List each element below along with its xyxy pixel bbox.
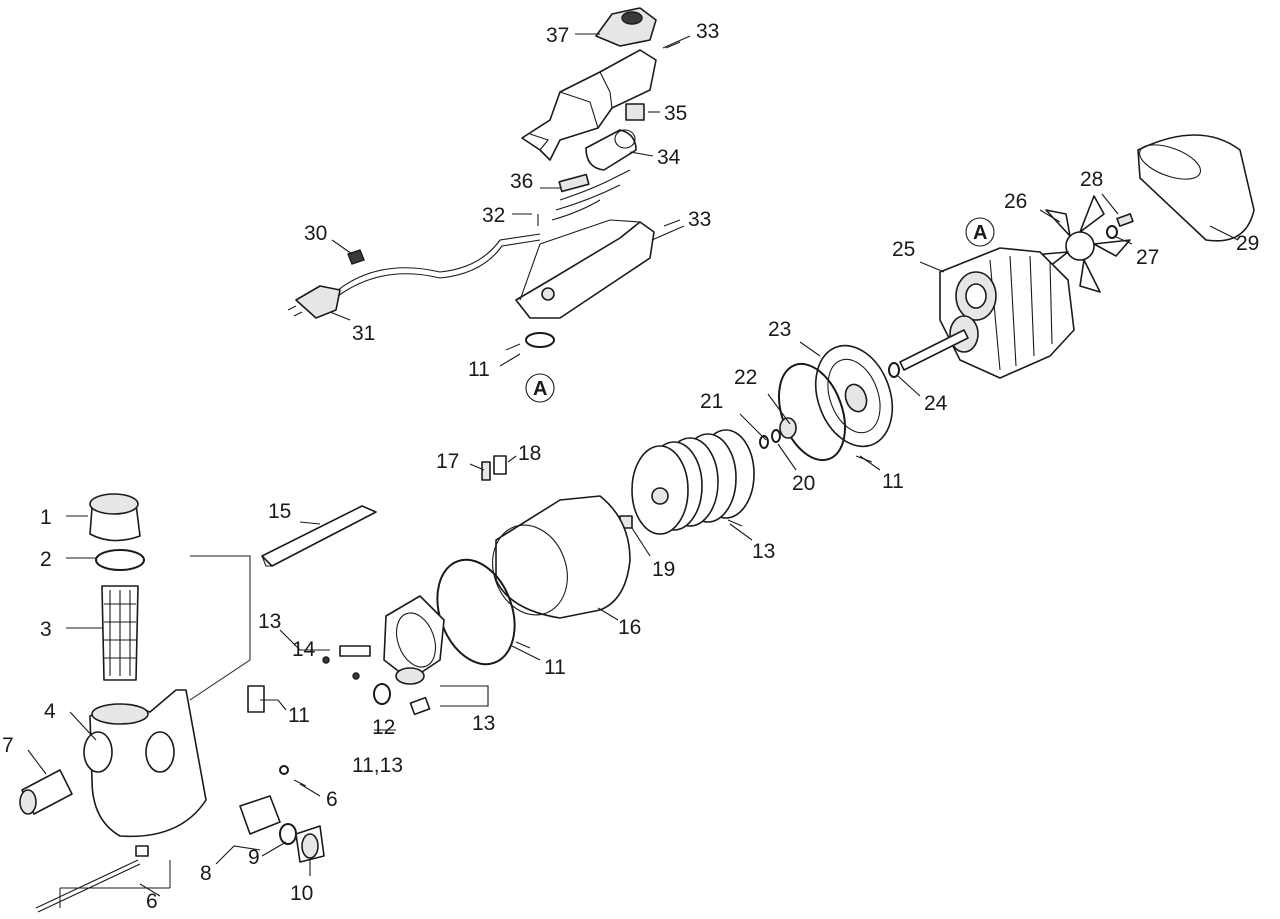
- callout-13-stack: 13: [752, 540, 775, 563]
- callout-18: 18: [518, 442, 541, 465]
- callout-16: 16: [618, 616, 641, 639]
- callout-11-13: 11,13: [352, 754, 403, 777]
- washer-part-24: [888, 362, 900, 378]
- bracket-part-11: [247, 685, 265, 713]
- dashed-brackets: [59, 41, 873, 908]
- cable-part-30: [337, 233, 541, 297]
- upper-housing: [521, 49, 657, 161]
- cap-part-1: [89, 493, 141, 542]
- switch-part-35: [625, 103, 645, 121]
- spacer-part-13: [409, 696, 431, 716]
- callout-11-flange: 11: [882, 470, 904, 493]
- screw-part-28: [1116, 213, 1134, 227]
- callout-29: 29: [1236, 232, 1259, 255]
- callout-4: 4: [44, 700, 56, 723]
- motor-part-25: [939, 247, 1075, 379]
- cover-strip-part-15: [261, 505, 377, 567]
- callout-13-spacer: 13: [472, 712, 495, 735]
- reference-mark-a-upper: A: [965, 217, 995, 247]
- callout-20: 20: [792, 472, 815, 495]
- wiring-part-36: [551, 169, 631, 221]
- callout-15: 15: [268, 500, 291, 523]
- bearing-part-22: [779, 417, 797, 439]
- callout-32: 32: [482, 204, 505, 227]
- capacitor-part-34: [585, 129, 637, 171]
- callout-30: 30: [304, 222, 327, 245]
- callout-22: 22: [734, 366, 757, 389]
- motor-cover-part-29: [1137, 134, 1255, 242]
- pump-housing-part-4: [83, 689, 207, 838]
- callout-8: 8: [200, 862, 212, 885]
- reference-mark-a-label: A: [533, 378, 547, 400]
- o-ring-part-12: [373, 683, 391, 705]
- rod-part-6: [35, 845, 149, 913]
- clip-part-17-18: [481, 455, 507, 481]
- callout-numbers: 37 33 35 34 36 32 33 30 31 11 25 26 28 2…: [2, 20, 1259, 913]
- callout-36: 36: [510, 170, 533, 193]
- callout-31: 31: [352, 322, 375, 345]
- callout-10: 10: [290, 882, 313, 905]
- callout-9: 9: [248, 846, 260, 869]
- o-ring-part-11-top: [525, 332, 555, 348]
- switch-cover-part-37: [595, 7, 657, 47]
- callout-3: 3: [40, 618, 52, 641]
- flange-part-23: [814, 344, 894, 448]
- fitting-part-8: [239, 795, 281, 835]
- callout-34: 34: [657, 146, 681, 169]
- callout-17: 17: [436, 450, 459, 473]
- callout-7: 7: [2, 734, 14, 757]
- callout-25: 25: [892, 238, 915, 261]
- callout-37: 37: [546, 24, 569, 47]
- callout-13-guide: 13: [258, 610, 281, 633]
- filter-part-3: [101, 585, 139, 681]
- washers-part-20-21: [759, 429, 781, 449]
- callout-26: 26: [1004, 190, 1027, 213]
- leader-lines: [27, 33, 1239, 897]
- reference-mark-a-lower: A: [525, 373, 555, 403]
- callout-33-lower: 33: [688, 208, 711, 231]
- screws-part-14: [322, 656, 360, 680]
- callout-27: 27: [1136, 246, 1159, 269]
- washer-part-27: [1106, 225, 1118, 239]
- callout-2: 2: [40, 548, 52, 571]
- reference-mark-a-label: A: [973, 222, 987, 244]
- callout-19: 19: [652, 558, 675, 581]
- callout-11-top: 11: [468, 358, 490, 381]
- plug-part-31: [287, 285, 341, 319]
- washer-part-6: [279, 765, 289, 775]
- callout-1: 1: [40, 506, 52, 529]
- callout-6-rod: 6: [146, 890, 158, 913]
- o-ring-part-9: [279, 823, 297, 845]
- callout-6-washer: 6: [326, 788, 338, 811]
- callout-35: 35: [664, 102, 687, 125]
- callout-23: 23: [768, 318, 791, 341]
- fitting-part-7: [19, 769, 73, 815]
- motor-shaft: [899, 329, 969, 371]
- o-ring-part-2: [95, 549, 145, 571]
- callout-14: 14: [292, 638, 316, 661]
- guide-plate-part-13-14: [339, 595, 445, 685]
- callout-24: 24: [924, 392, 948, 415]
- pump-cylinder-part-16: [492, 495, 631, 619]
- lower-housing: [515, 219, 655, 319]
- impeller-stack-part-13: [631, 429, 755, 535]
- nut-part-10: [295, 825, 325, 863]
- callout-11-cylinder: 11: [544, 656, 566, 679]
- callout-28: 28: [1080, 168, 1103, 191]
- callout-33-top: 33: [696, 20, 719, 43]
- callout-12: 12: [372, 716, 395, 739]
- callout-11-bracket: 11: [288, 704, 310, 727]
- callout-21: 21: [700, 390, 723, 413]
- fan-part-26: [1039, 195, 1131, 293]
